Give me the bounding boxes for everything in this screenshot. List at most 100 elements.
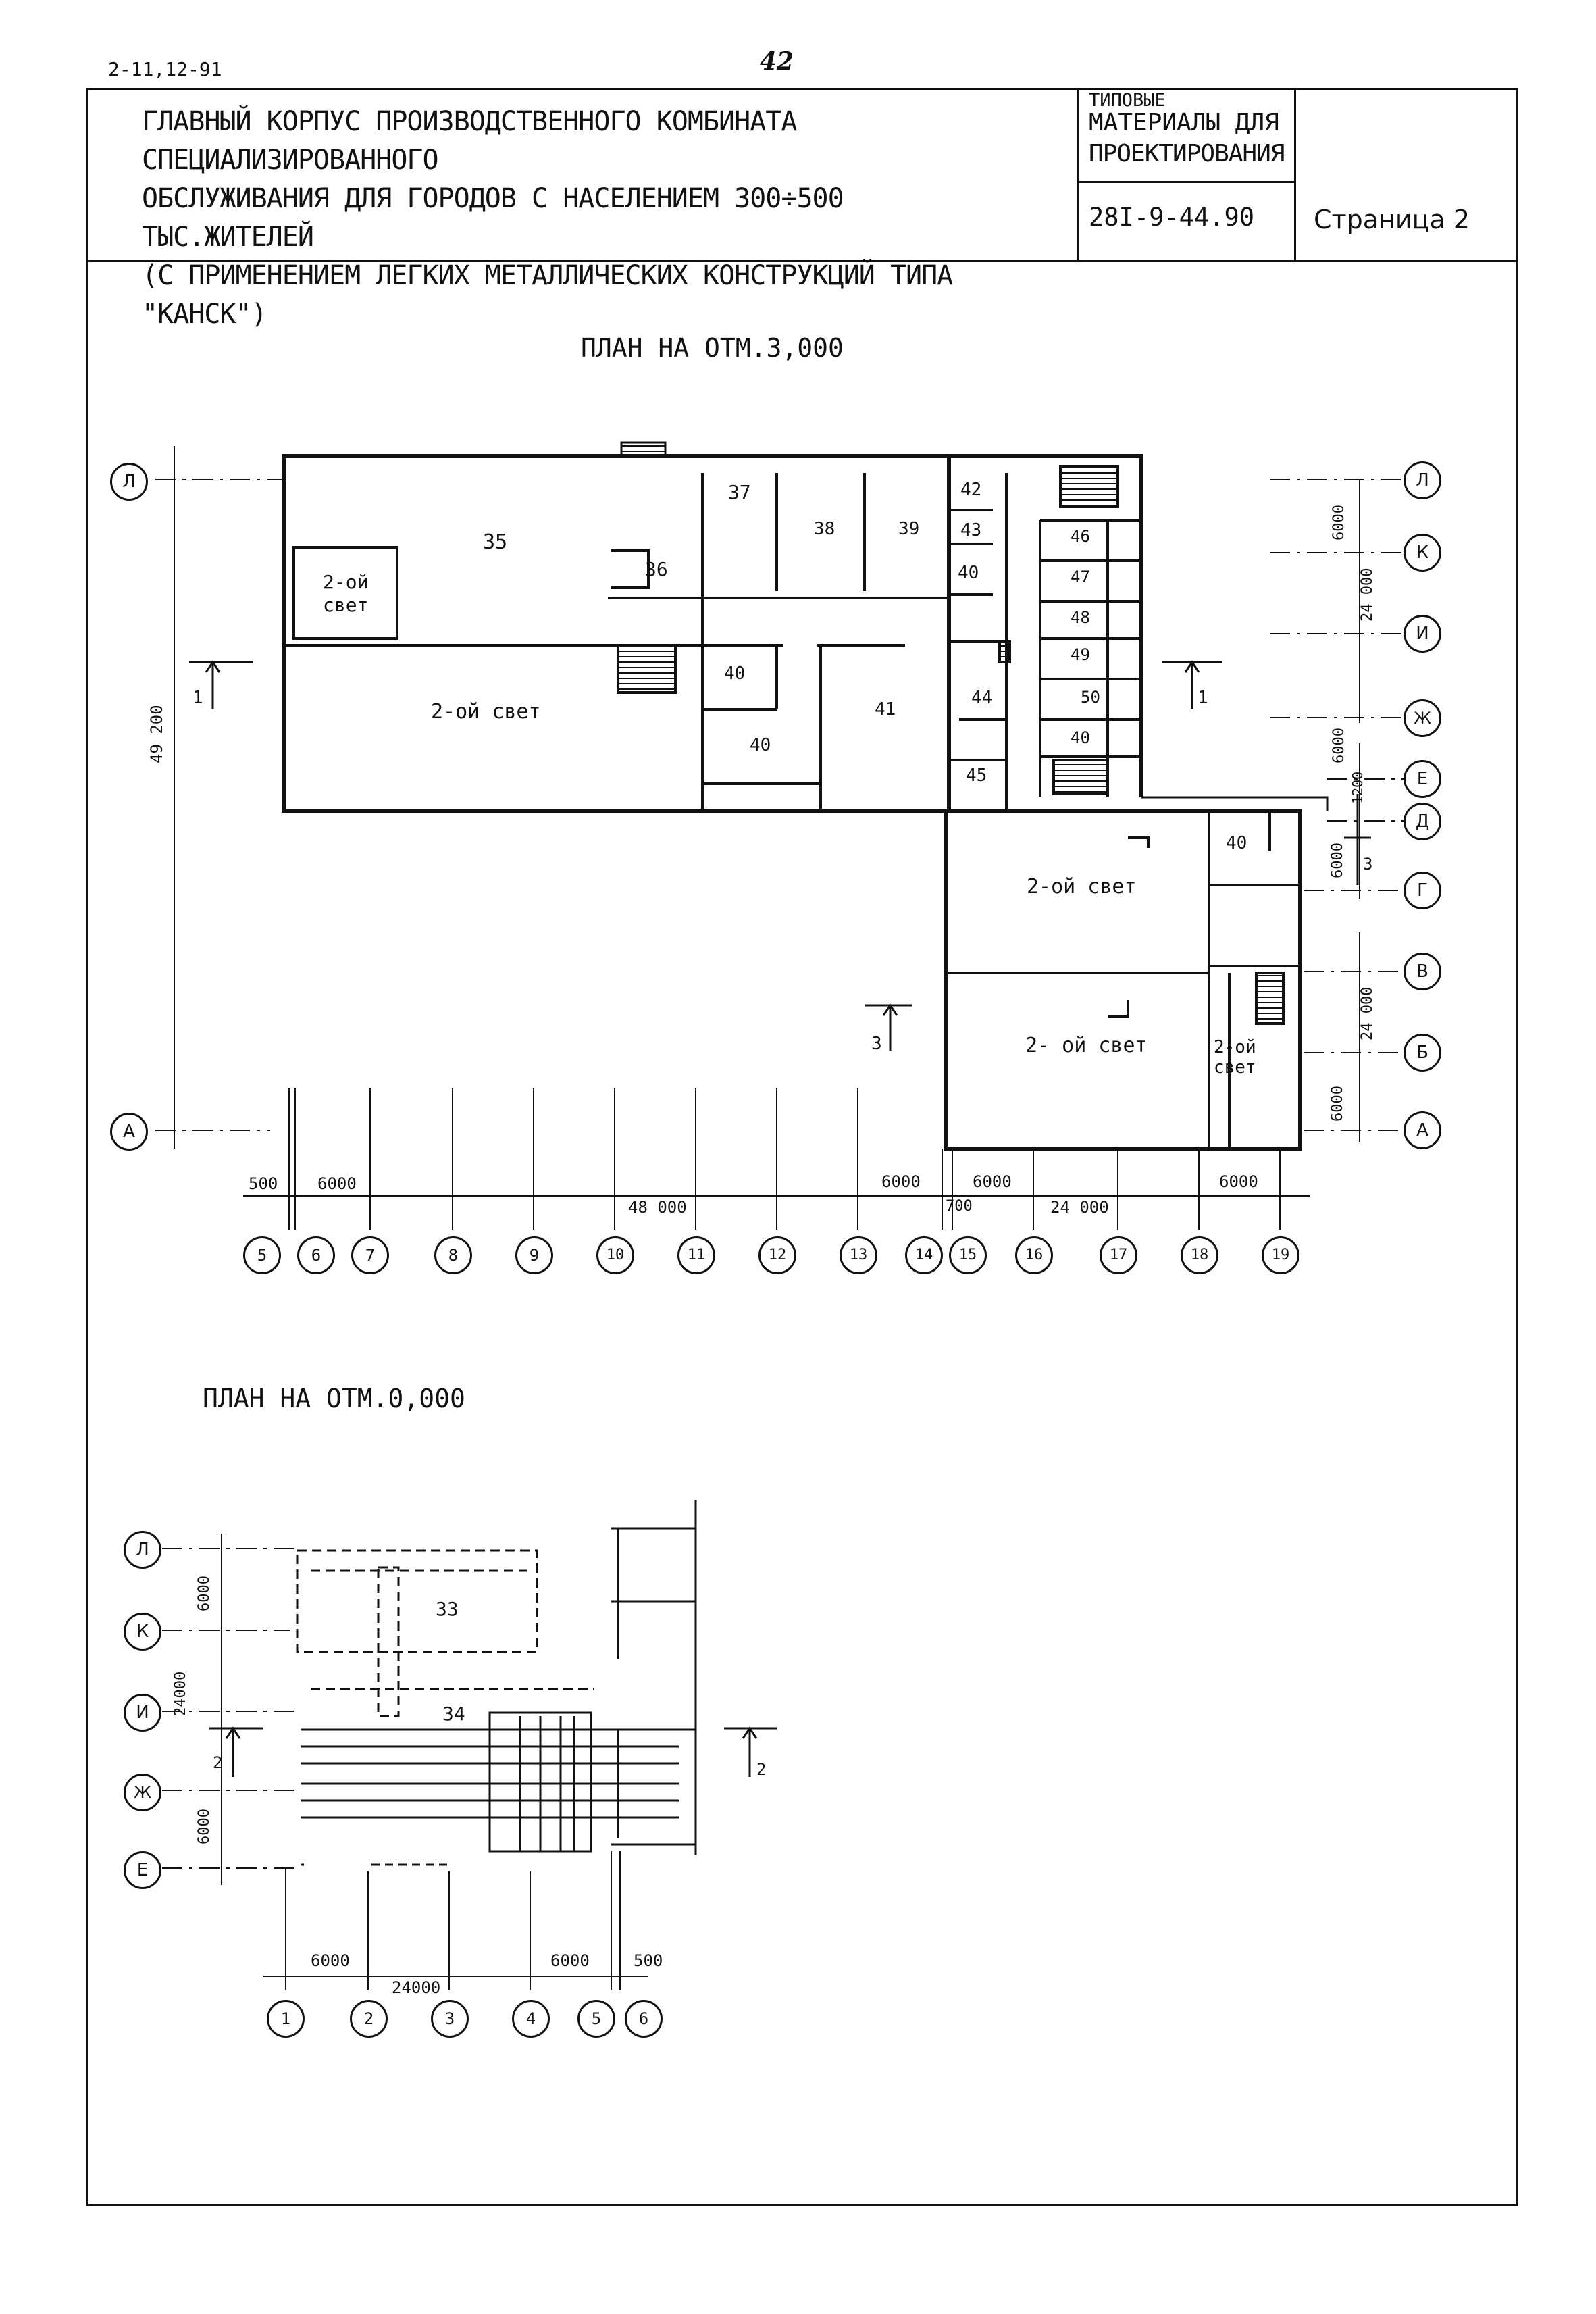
lower-dim-6000-b: 6000	[550, 1951, 590, 1970]
axis-bubble-12: 12	[758, 1236, 796, 1274]
header-title: ГЛАВНЫЙ КОРПУС ПРОИЗВОДСТВЕННОГО КОМБИНА…	[142, 103, 993, 334]
room-45: 45	[966, 765, 987, 786]
page-number: 42	[760, 47, 794, 76]
axis-bubble-L-right: Л	[1404, 461, 1441, 499]
axis-bubble-A-right: А	[1404, 1111, 1441, 1149]
room-42: 42	[960, 480, 982, 500]
axis-bubble-19: 19	[1262, 1236, 1299, 1274]
axis-bubble-G: Г	[1404, 872, 1441, 909]
room-37: 37	[728, 481, 751, 503]
axis-bubble-9: 9	[515, 1236, 553, 1274]
axis-bubble-A-left: А	[110, 1113, 148, 1151]
room-49: 49	[1071, 645, 1090, 664]
lower-axis-bubble-L: Л	[124, 1531, 161, 1569]
double-light-small: 2-ой свет	[323, 571, 369, 616]
axis-bubble-16: 16	[1015, 1236, 1053, 1274]
dim-6000-b: 6000	[973, 1172, 1012, 1191]
room-33: 33	[436, 1598, 459, 1620]
axis-bubble-13: 13	[840, 1236, 877, 1274]
axis-bubble-7: 7	[351, 1236, 389, 1274]
lower-axis-bubble-K: К	[124, 1613, 161, 1651]
header-title-line-3: (С ПРИМЕНЕНИЕМ ЛЕГКИХ МЕТАЛЛИЧЕСКИХ КОНС…	[142, 260, 953, 330]
lower-axis-bubble-Zh: Ж	[124, 1774, 161, 1811]
series-line-3: ПРОЕКТИРОВАНИЯ	[1089, 140, 1285, 168]
lower-dim-6000-a: 6000	[311, 1951, 350, 1970]
section-2-right: 2	[756, 1760, 767, 1779]
axis-bubble-E: Е	[1404, 760, 1441, 798]
room-40-b: 40	[750, 735, 771, 755]
axis-bubble-K: К	[1404, 534, 1441, 572]
room-46: 46	[1071, 527, 1090, 546]
axis-bubble-8: 8	[434, 1236, 472, 1274]
double-light-corner: 2-ой свет	[1214, 1037, 1256, 1078]
room-50: 50	[1081, 688, 1100, 707]
dim-500: 500	[249, 1174, 278, 1193]
sheet-code: 2-11,12-91	[108, 58, 222, 80]
room-38: 38	[814, 519, 835, 539]
dim-48000: 48 000	[628, 1198, 687, 1217]
axis-bubble-18: 18	[1181, 1236, 1218, 1274]
header-title-line-2: ОБСЛУЖИВАНИЯ ДЛЯ ГОРОДОВ С НАСЕЛЕНИЕМ 30…	[142, 183, 844, 253]
axis-bubble-10: 10	[596, 1236, 634, 1274]
lower-axis-bubble-4: 4	[512, 2000, 550, 2038]
axis-bubble-11: 11	[677, 1236, 715, 1274]
room-47: 47	[1071, 568, 1090, 586]
room-36: 36	[645, 558, 668, 580]
lower-dim-500: 500	[634, 1951, 663, 1970]
axis-bubble-B: Б	[1404, 1034, 1441, 1072]
lower-axis-bubble-5: 5	[577, 2000, 615, 2038]
lower-axis-bubble-6: 6	[625, 2000, 663, 2038]
room-39: 39	[898, 519, 920, 539]
axis-bubble-L-left: Л	[110, 463, 148, 501]
doc-code: 28I-9-44.90	[1089, 203, 1255, 232]
axis-bubble-17: 17	[1100, 1236, 1137, 1274]
dim-700: 700	[946, 1198, 973, 1215]
double-light-block-top: 2-ой свет	[1027, 875, 1137, 899]
upper-plan-title: ПЛАН НА ОТМ.3,000	[581, 333, 844, 363]
dim-6000-right: 6000	[1219, 1172, 1258, 1191]
axis-bubble-14: 14	[905, 1236, 943, 1274]
double-light-large: 2-ой свет	[431, 700, 541, 724]
room-44: 44	[971, 688, 993, 708]
room-41: 41	[875, 699, 896, 720]
room-40-a: 40	[724, 663, 746, 684]
section-1-left: 1	[192, 688, 203, 708]
axis-bubble-5: 5	[243, 1236, 281, 1274]
lower-plan-title: ПЛАН НА ОТМ.0,000	[203, 1384, 465, 1413]
lower-right-block-outline	[944, 809, 1302, 1151]
series-line-2: МАТЕРИАЛЫ ДЛЯ	[1089, 109, 1279, 136]
lower-dim-6000-bottom: 6000	[196, 1809, 213, 1844]
axis-bubble-I: И	[1404, 615, 1441, 653]
dim-24000-bottom: 24 000	[1050, 1198, 1109, 1217]
room-35: 35	[483, 530, 508, 554]
axis-bubble-15: 15	[949, 1236, 987, 1274]
room-34: 34	[442, 1703, 465, 1725]
lower-axis-bubble-1: 1	[267, 2000, 305, 2038]
page-label: Страница 2	[1314, 205, 1470, 234]
axis-bubble-Zh: Ж	[1404, 699, 1441, 737]
axis-bubble-V: В	[1404, 953, 1441, 990]
lower-dim-24000: 24000	[392, 1978, 441, 1997]
lower-axis-bubble-2: 2	[350, 2000, 388, 2038]
right-upper-outline	[949, 454, 1143, 797]
section-3-right: 3	[1363, 855, 1373, 874]
sheet-frame	[86, 88, 1518, 2206]
title-block	[86, 88, 1518, 262]
room-48: 48	[1071, 608, 1090, 627]
axis-bubble-6: 6	[297, 1236, 335, 1274]
axis-bubble-D: Д	[1404, 803, 1441, 840]
header-title-line-1: ГЛАВНЫЙ КОРПУС ПРОИЗВОДСТВЕННОГО КОМБИНА…	[142, 106, 797, 176]
section-2-left: 2	[213, 1753, 223, 1772]
dim-6000-mid: 6000	[881, 1172, 921, 1191]
section-1-right: 1	[1198, 688, 1208, 708]
double-light-block-bottom: 2- ой свет	[1025, 1034, 1148, 1057]
room-40-e: 40	[1226, 833, 1247, 853]
lower-dim-6000-top: 6000	[196, 1576, 213, 1611]
lower-axis-bubble-E: Е	[124, 1851, 161, 1889]
room-40-c: 40	[958, 563, 979, 583]
section-3: 3	[871, 1034, 882, 1054]
room-40-d: 40	[1071, 728, 1090, 747]
series-line-1: ТИПОВЫЕ	[1089, 90, 1166, 111]
